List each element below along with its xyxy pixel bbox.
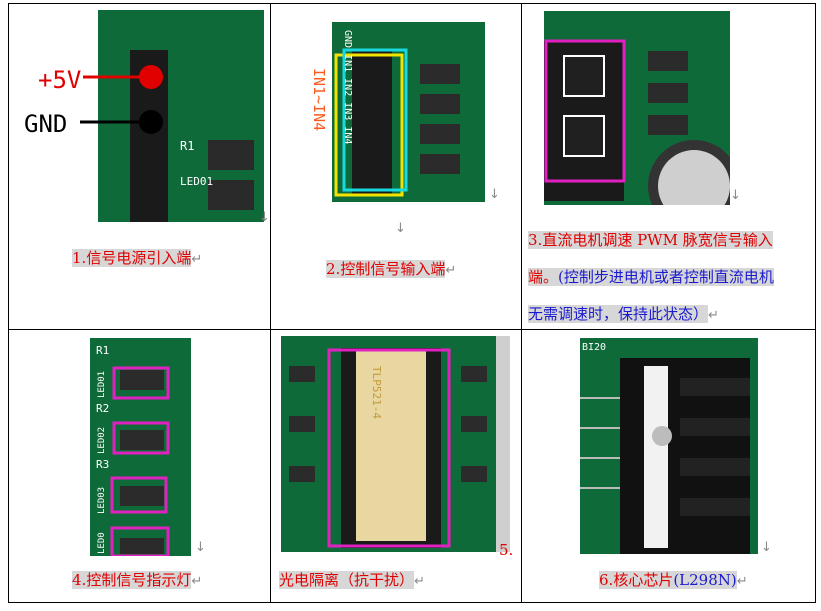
- pin-names-silkscreen: GND IN1 IN2 IN3 IN4: [342, 30, 353, 144]
- power-header-illustration: +5V GND R1 LED01: [18, 10, 264, 222]
- down-arrow-mark: ↓: [730, 188, 741, 203]
- down-arrow-mark: ↓: [259, 210, 270, 225]
- photo-pwm-jumpers: [544, 11, 730, 205]
- optocoupler-illustration: TLP521-4: [289, 348, 487, 548]
- photo-power-header: +5V GND R1 LED01: [18, 10, 264, 222]
- paragraph-mark: ↵: [708, 308, 719, 323]
- caption-4-text: 控制信号指示灯: [86, 571, 192, 589]
- caption-5: 光电隔离（抗干扰）↵: [279, 570, 425, 592]
- caption-6-number: 6.: [599, 571, 614, 589]
- control-input-illustration: IN1~IN4 GND IN1 IN2 IN3 IN4: [310, 22, 485, 202]
- caption-6: 6.核心芯片(L298N)↵: [599, 570, 748, 592]
- paragraph-mark: ↵: [191, 252, 203, 267]
- paragraph-mark: ↵: [414, 574, 425, 589]
- caption-2-text: 控制信号输入端: [340, 260, 446, 278]
- led04-silkscreen: LED0: [97, 532, 107, 554]
- caption-3-text: 直流电机调速 PWM 脉宽信号输入: [542, 231, 773, 249]
- caption-3-text-red: 端。: [528, 268, 559, 286]
- chip-marking: TLP521-4: [370, 366, 383, 419]
- table-grid: [8, 3, 816, 603]
- down-arrow-mark: ↓: [195, 540, 206, 555]
- in-range-label: IN1~IN4: [310, 68, 328, 131]
- photo-control-input: IN1~IN4 GND IN1 IN2 IN3 IN4: [300, 22, 485, 202]
- column-divider: [270, 4, 271, 602]
- plus5v-label: +5V: [38, 66, 81, 94]
- photo-indicator-leds: R1 LED01 R2 LED02 R3 LED03 LED0: [90, 338, 191, 556]
- caption-4: 4.控制信号指示灯↵: [72, 570, 202, 592]
- r1-silkscreen: R1: [180, 139, 194, 153]
- photo-core-chip: BI20: [580, 338, 758, 554]
- paragraph-mark: ↵: [445, 263, 457, 278]
- paragraph-mark: ↵: [736, 574, 748, 589]
- caption-3-line-3: 无需调速时，保持此状态）↵: [528, 296, 774, 334]
- caption-6-part: (L298N): [673, 571, 737, 589]
- caption-5-text: 光电隔离（抗干扰）: [279, 571, 415, 589]
- caption-2-number: 2.: [326, 260, 341, 278]
- down-arrow-mark: ↓: [761, 540, 772, 555]
- r2-silkscreen: R2: [96, 402, 109, 415]
- photo-optocoupler: TLP521-4: [281, 336, 496, 552]
- caption-3: 3.直流电机调速 PWM 脉宽信号输入 端。(控制步进电机或者控制直流电机 无需…: [528, 222, 774, 334]
- gnd-label: GND: [24, 110, 67, 138]
- led01-silkscreen: LED01: [180, 175, 213, 188]
- led02-silkscreen: LED02: [97, 427, 107, 454]
- silkscreen-top: BI20: [582, 342, 606, 353]
- caption-3-note-cont: 无需调速时，保持此状态）: [528, 305, 709, 323]
- caption-4-number: 4.: [72, 571, 87, 589]
- indicator-leds-illustration: R1 LED01 R2 LED02 R3 LED03 LED0: [96, 344, 170, 556]
- caption-1: 1.信号电源引入端↵: [72, 248, 202, 270]
- caption-3-line-2: 端。(控制步进电机或者控制直流电机: [528, 259, 774, 296]
- caption-6-text: 核心芯片: [613, 571, 674, 589]
- caption-3-line-1: 3.直流电机调速 PWM 脉宽信号输入: [528, 222, 774, 259]
- pwm-jumpers-illustration: [544, 39, 730, 205]
- core-chip-illustration: BI20: [580, 342, 750, 554]
- caption-1-text: 信号电源引入端: [86, 249, 192, 267]
- caption-5-number: 5.: [499, 541, 514, 559]
- column-divider: [521, 4, 522, 602]
- led01-silkscreen: LED01: [97, 371, 107, 398]
- paragraph-mark: ↵: [191, 574, 203, 589]
- caption-3-note: (控制步进电机或者控制直流电机: [558, 268, 774, 286]
- led03-silkscreen: LED03: [97, 487, 107, 514]
- caption-3-number: 3.: [528, 231, 543, 249]
- row-divider: [9, 329, 815, 330]
- down-arrow-mark: ↓: [395, 221, 406, 236]
- down-arrow-mark: ↓: [489, 187, 500, 202]
- caption-1-number: 1.: [72, 249, 87, 267]
- caption-2: 2.控制信号输入端↵: [326, 259, 456, 281]
- r3-silkscreen: R3: [96, 458, 109, 471]
- r1-silkscreen: R1: [96, 344, 109, 357]
- scrollbar-strip: [496, 336, 510, 552]
